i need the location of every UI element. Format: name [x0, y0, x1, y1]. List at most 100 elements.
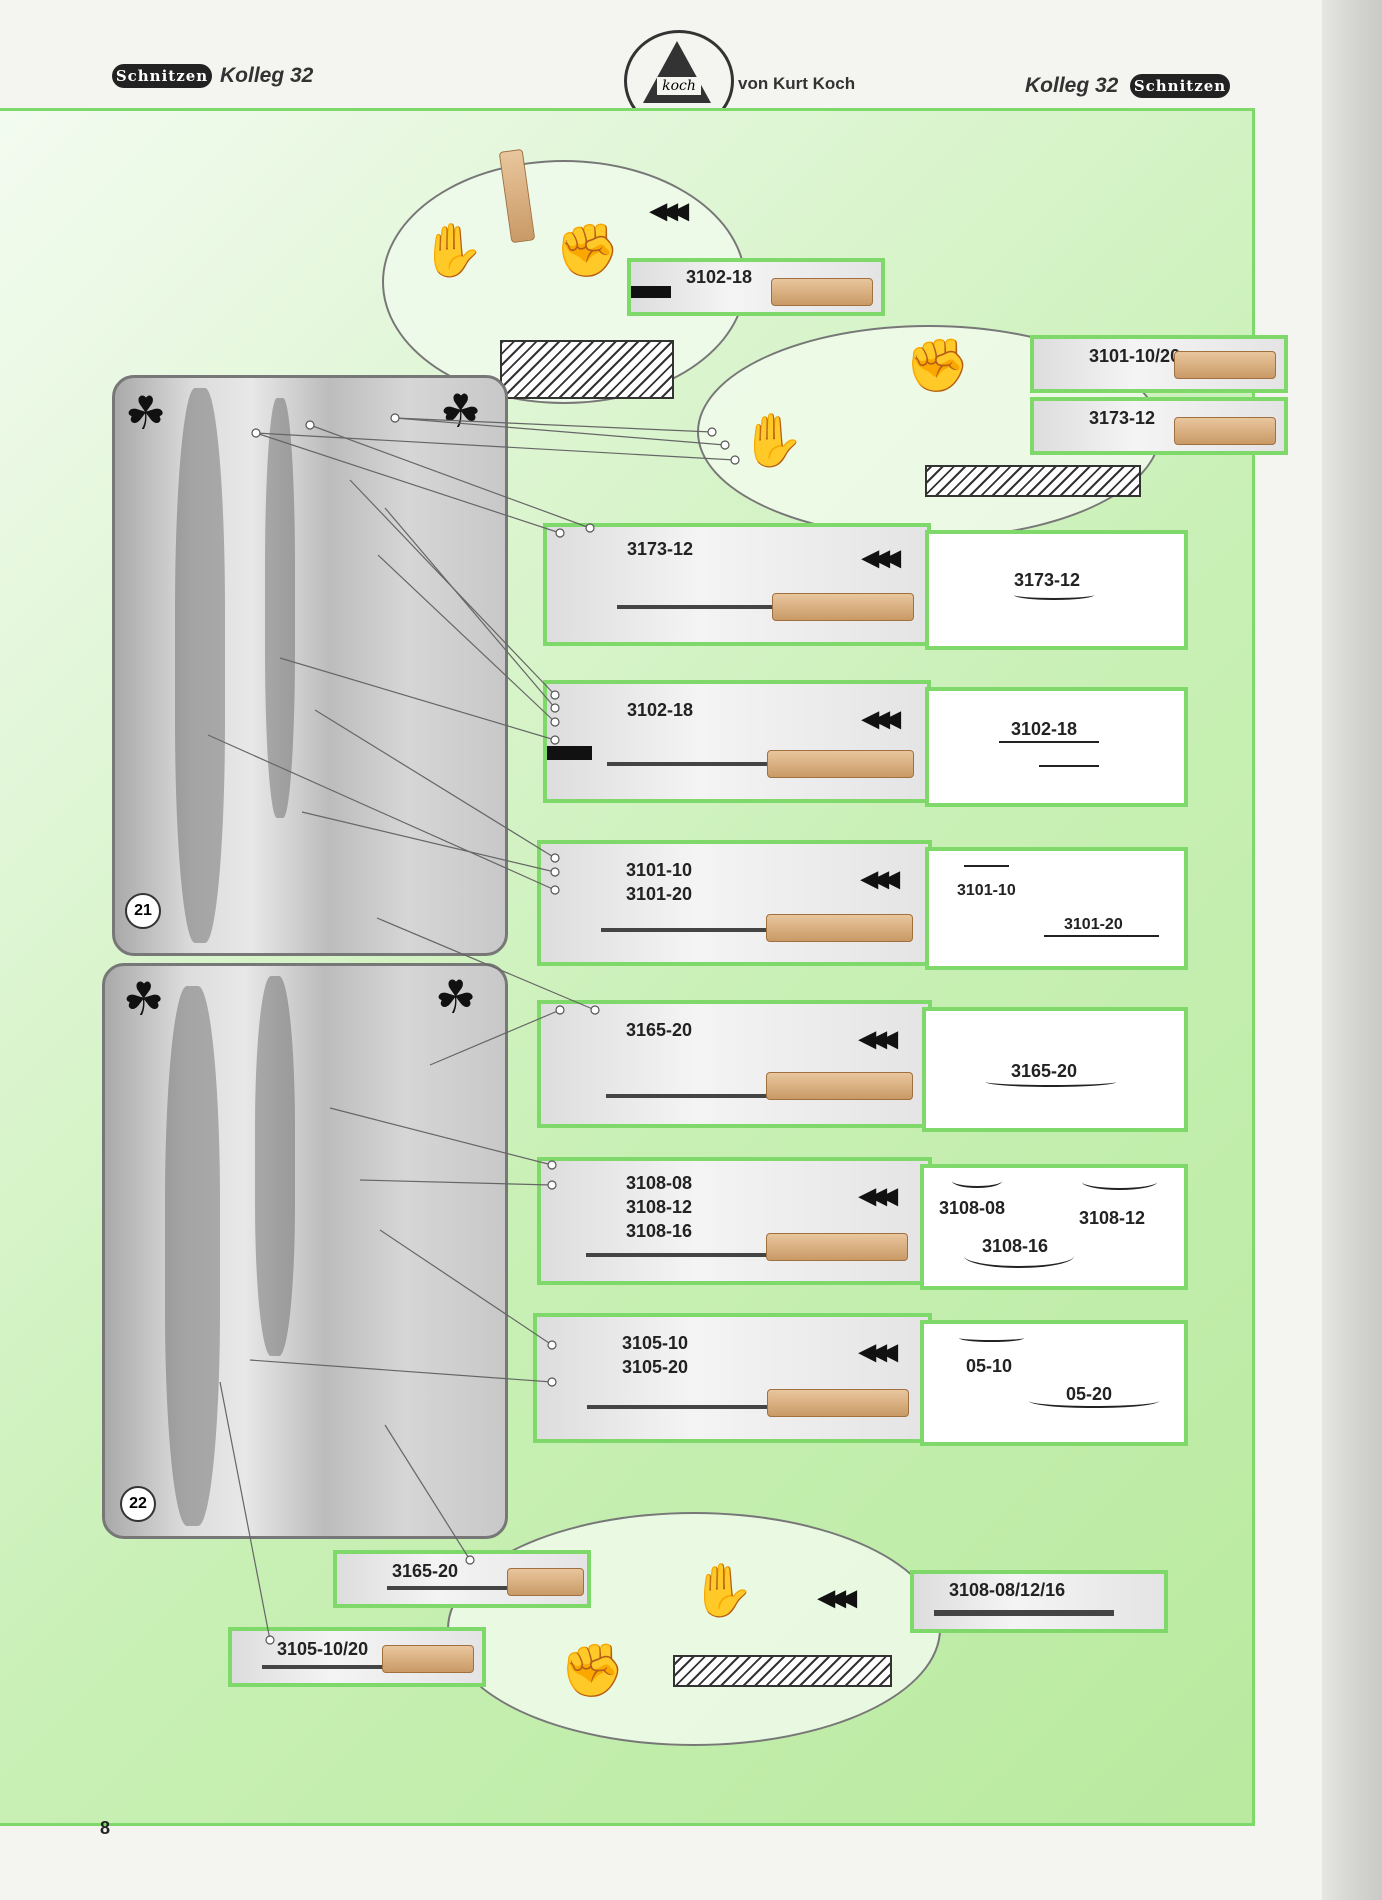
- hand-icon: ✊: [560, 1642, 625, 1700]
- tool-box-3108-bottom: 3108-08/12/16: [910, 1570, 1168, 1633]
- tool-box-3101-10-20-top: 3101-10/20: [1030, 335, 1288, 393]
- profile-box-3108: 3108-08 3108-12 3108-16: [920, 1164, 1188, 1290]
- tool-handle: [767, 1389, 909, 1417]
- hand-icon: ✊: [905, 337, 970, 395]
- hatched-wood-section: [500, 340, 674, 399]
- tool-row-3101: 3101-10 3101-20 ◀◀◀: [537, 840, 932, 966]
- tool-code: 3105-10 3105-20: [622, 1333, 689, 1377]
- tool-blade: [607, 762, 777, 766]
- carved-fold: [165, 986, 220, 1526]
- profile-label: 3173-12: [1014, 570, 1081, 590]
- tool-blade: [586, 1253, 786, 1257]
- clover-icon: ☘: [435, 971, 477, 1023]
- carved-fold: [255, 976, 295, 1356]
- triple-left-arrow-icon: ◀◀◀: [859, 1183, 898, 1208]
- page-number: 8: [100, 1818, 111, 1838]
- tool-box-3165-20-bottom: 3165-20: [333, 1550, 591, 1608]
- header-author: von Kurt Koch: [738, 74, 856, 93]
- triple-left-arrow-icon: ◀◀◀: [818, 1585, 857, 1610]
- tool-row-3102-18: 3102-18 ◀◀◀: [543, 680, 931, 803]
- page-edge: [1322, 0, 1382, 1900]
- tool-code: 3173-12: [627, 539, 694, 559]
- carved-fold: [265, 398, 295, 818]
- tool-code: 3173-12: [1089, 408, 1156, 428]
- emblem-text: koch: [657, 77, 701, 95]
- gouge-profile: [964, 1244, 1074, 1268]
- profile-label: 3101-10: [957, 882, 1016, 899]
- gouge-profile: [1082, 1174, 1157, 1190]
- profile-label: 3101-20: [1064, 916, 1123, 933]
- profile-label: 3108-08: [939, 1198, 1006, 1218]
- tool-code: 3105-10/20: [277, 1639, 369, 1659]
- tool-handle: [772, 593, 914, 621]
- triple-left-arrow-icon: ◀◀◀: [862, 706, 901, 731]
- triple-left-arrow-icon: ◀◀◀: [861, 866, 900, 891]
- header-left-title: Kolleg 32: [220, 64, 314, 87]
- tool-row-3173-12: 3173-12 ◀◀◀: [543, 523, 931, 646]
- tool-row-3108: 3108-08 3108-12 3108-16 ◀◀◀: [537, 1157, 932, 1285]
- triple-left-arrow-icon: ◀◀◀: [650, 198, 689, 223]
- tool-code: 3165-20: [392, 1561, 459, 1581]
- tool-handle: [1174, 351, 1276, 379]
- tool-blade: [934, 1610, 1114, 1616]
- tool-handle: [382, 1645, 474, 1673]
- gouge-profile: [1029, 1394, 1159, 1408]
- profile-box-3105: 05-10 05-20: [920, 1320, 1188, 1446]
- gouge-profile: [952, 1174, 1002, 1188]
- chisel-blade: [631, 286, 671, 298]
- tool-code: 3101-10 3101-20: [626, 860, 693, 904]
- brand-logo-left: Schnitzen: [112, 64, 212, 88]
- chisel-profile: [964, 865, 1009, 867]
- tool-handle: [507, 1568, 584, 1596]
- tool-handle: [1174, 417, 1276, 445]
- tool-box-3102-18-top: 3102-18: [627, 258, 885, 316]
- chisel-profile: [1044, 935, 1159, 937]
- hand-icon: ✊: [555, 222, 620, 280]
- hand-icon: ✋: [690, 1562, 755, 1620]
- clover-icon: ☘: [123, 973, 165, 1025]
- tool-box-3105-10-20-bottom: 3105-10/20: [228, 1627, 486, 1687]
- tool-blade: [262, 1665, 382, 1669]
- profile-box-3173-12: 3173-12: [925, 530, 1188, 650]
- chisel-blade: [547, 746, 592, 760]
- tool-code: 3101-10/20: [1089, 346, 1181, 366]
- carved-fold: [175, 388, 225, 943]
- profile-box-3101: 3101-10 3101-20: [925, 847, 1188, 970]
- tool-code: 3108-08 3108-12 3108-16: [626, 1173, 693, 1241]
- tool-blade: [617, 605, 777, 609]
- tool-code: 3165-20: [626, 1020, 693, 1040]
- gouge-profile: [986, 1077, 1116, 1087]
- tool-code: 3102-18: [627, 700, 694, 720]
- triple-left-arrow-icon: ◀◀◀: [859, 1339, 898, 1364]
- profile-label: 3102-18: [1011, 719, 1078, 739]
- triple-left-arrow-icon: ◀◀◀: [859, 1026, 898, 1051]
- gouge-profile: [959, 1334, 1024, 1342]
- figure-21-photo: ☘ ☘ 21: [112, 375, 508, 956]
- tool-handle: [766, 914, 913, 942]
- tool-handle: [766, 1072, 913, 1100]
- tool-handle: [771, 278, 873, 306]
- chisel-profile: [999, 741, 1099, 743]
- tool-blade: [387, 1586, 507, 1590]
- chisel-profile: [1039, 765, 1099, 767]
- header-right-title: Kolleg 32: [1025, 74, 1119, 97]
- triple-left-arrow-icon: ◀◀◀: [862, 545, 901, 570]
- profile-label: 05-10: [966, 1356, 1013, 1376]
- tool-blade: [606, 1094, 786, 1098]
- tool-box-3173-12-top: 3173-12: [1030, 397, 1288, 455]
- brand-logo-right: Schnitzen: [1130, 74, 1230, 98]
- tool-row-3165-20: 3165-20 ◀◀◀: [537, 1000, 932, 1128]
- clover-icon: ☘: [125, 387, 167, 439]
- tool-handle: [767, 750, 914, 778]
- hand-icon: ✋: [420, 222, 485, 280]
- tool-row-3105: 3105-10 3105-20 ◀◀◀: [533, 1313, 932, 1443]
- tool-blade: [601, 928, 781, 932]
- figure-22-photo: ☘ ☘ 22: [102, 963, 508, 1539]
- clover-icon: ☘: [440, 385, 482, 437]
- tool-handle: [766, 1233, 908, 1261]
- figure-number: 22: [120, 1486, 156, 1522]
- profile-box-3165-20: 3165-20: [922, 1007, 1188, 1132]
- tool-code: 3108-08/12/16: [949, 1580, 1066, 1600]
- hatched-wood-section: [673, 1655, 892, 1687]
- profile-label: 3165-20: [1011, 1061, 1078, 1081]
